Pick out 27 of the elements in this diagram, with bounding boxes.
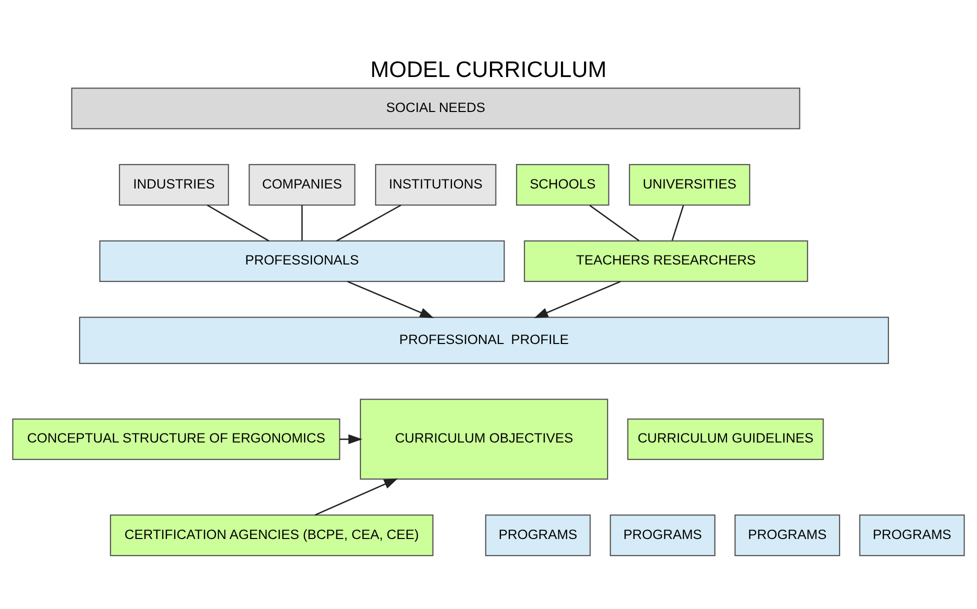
connector: [206, 204, 270, 241]
node-box: PROGRAMS: [734, 514, 840, 556]
connector: [336, 204, 402, 241]
node-box: INSTITUTIONS: [375, 164, 496, 206]
connector: [672, 204, 684, 240]
node-box: SCHOOLS: [516, 164, 610, 206]
node-box: UNIVERSITIES: [628, 164, 750, 206]
node-box: PROGRAMS: [485, 514, 591, 556]
node-box: COMPANIES: [248, 164, 356, 206]
connector: [589, 204, 640, 241]
node-box: CONCEPTUAL STRUCTURE OF ERGONOMICS: [12, 418, 340, 460]
node-box: PROFESSIONALS: [99, 240, 505, 282]
arrow: [314, 478, 398, 516]
node-box: PROFESSIONAL PROFILE: [79, 316, 889, 364]
node-box: INDUSTRIES: [118, 164, 229, 206]
node-box: PROGRAMS: [859, 514, 965, 556]
diagram-title: MODEL CURRICULUM: [370, 56, 607, 82]
node-box: PROGRAMS: [610, 514, 716, 556]
arrow: [347, 280, 434, 318]
connector: [301, 204, 303, 240]
node-box: CURRICULUM GUIDELINES: [627, 418, 824, 460]
node-box: CURRICULUM OBJECTIVES: [360, 398, 608, 480]
arrow: [340, 434, 362, 444]
node-box: TEACHERS RESEARCHERS: [524, 240, 808, 282]
node-box: CERTIFICATION AGENCIES (BCPE, CEA, CEE): [110, 514, 434, 556]
arrow: [534, 280, 621, 318]
node-box: SOCIAL NEEDS: [71, 87, 800, 129]
